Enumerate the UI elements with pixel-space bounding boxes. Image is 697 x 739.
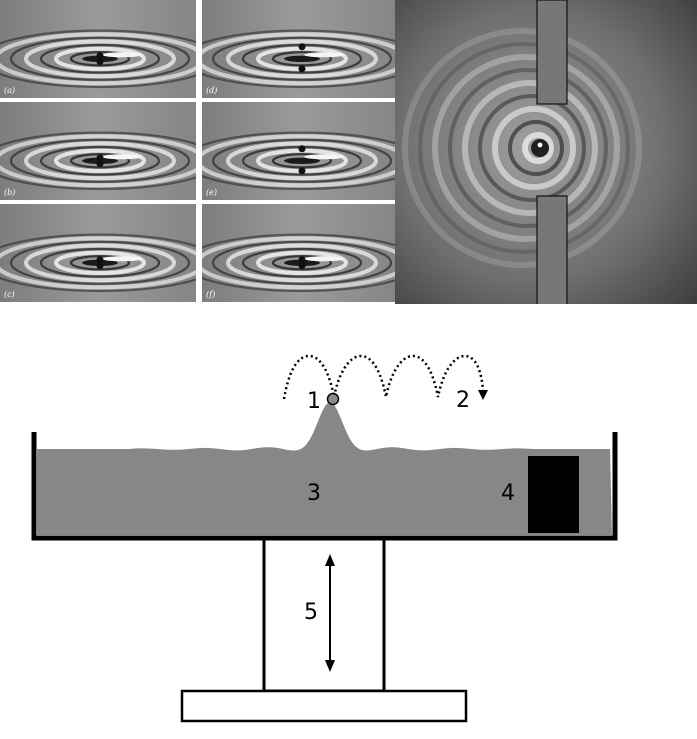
droplet-dot bbox=[298, 167, 306, 175]
walking-droplet-photo bbox=[536, 141, 544, 149]
droplet-dot bbox=[298, 65, 306, 73]
label-vibration: 5 bbox=[304, 600, 318, 625]
panel-label: (f) bbox=[206, 290, 215, 299]
trajectory-arrowhead bbox=[478, 390, 488, 400]
droplet-dot bbox=[96, 58, 104, 66]
panel-label: (d) bbox=[206, 86, 217, 95]
droplet-dot bbox=[298, 43, 306, 51]
wave-ring bbox=[418, 42, 630, 254]
panel-label: (a) bbox=[4, 86, 15, 95]
fluid-bath bbox=[37, 402, 612, 535]
droplet-dot bbox=[96, 262, 104, 270]
slit-barrier-bottom bbox=[536, 195, 568, 304]
droplet-dot bbox=[96, 52, 104, 60]
droplet-dot bbox=[298, 256, 306, 264]
support-column bbox=[262, 537, 386, 693]
photo-panel-grid: (a) (b) (c) (d) (e) (f) bbox=[0, 0, 398, 302]
photo-panel: (c) bbox=[0, 204, 196, 302]
wave-ring bbox=[402, 28, 642, 268]
wave-ring bbox=[432, 54, 620, 242]
photo-panel: (b) bbox=[0, 102, 196, 200]
photo-panel: (d) bbox=[202, 0, 398, 98]
slit-photo bbox=[395, 0, 697, 304]
wave-ring bbox=[508, 120, 564, 176]
wave-ring bbox=[478, 94, 586, 202]
vibration-arrow bbox=[325, 554, 335, 672]
wave-ring bbox=[462, 80, 598, 216]
droplet-dot bbox=[298, 145, 306, 153]
schematic-diagram: 1 2 3 4 5 bbox=[31, 354, 618, 723]
slit-barrier-top bbox=[536, 0, 568, 105]
photo-panel: (f) bbox=[202, 204, 398, 302]
label-fluid-bath: 3 bbox=[307, 481, 321, 506]
wave-ring bbox=[448, 68, 608, 228]
label-droplet: 1 bbox=[307, 389, 321, 414]
wave-ring bbox=[492, 106, 576, 190]
droplet-dot bbox=[96, 154, 104, 162]
label-obstacle: 4 bbox=[501, 481, 515, 506]
photo-panel: (e) bbox=[202, 102, 398, 200]
panel-label: (b) bbox=[4, 188, 15, 197]
wave-ring bbox=[522, 132, 554, 164]
photo-panel: (a) bbox=[0, 0, 196, 98]
submerged-obstacle bbox=[528, 456, 579, 533]
bouncing-trajectory bbox=[282, 354, 485, 400]
droplet bbox=[326, 392, 340, 406]
support-base bbox=[180, 689, 468, 723]
droplet-dot bbox=[96, 256, 104, 264]
droplet-dot bbox=[96, 160, 104, 168]
panel-label: (e) bbox=[206, 188, 217, 197]
droplet-dot bbox=[298, 262, 306, 270]
panel-label: (c) bbox=[4, 290, 15, 299]
wave-rings bbox=[402, 28, 642, 268]
label-trajectory: 2 bbox=[456, 388, 470, 413]
